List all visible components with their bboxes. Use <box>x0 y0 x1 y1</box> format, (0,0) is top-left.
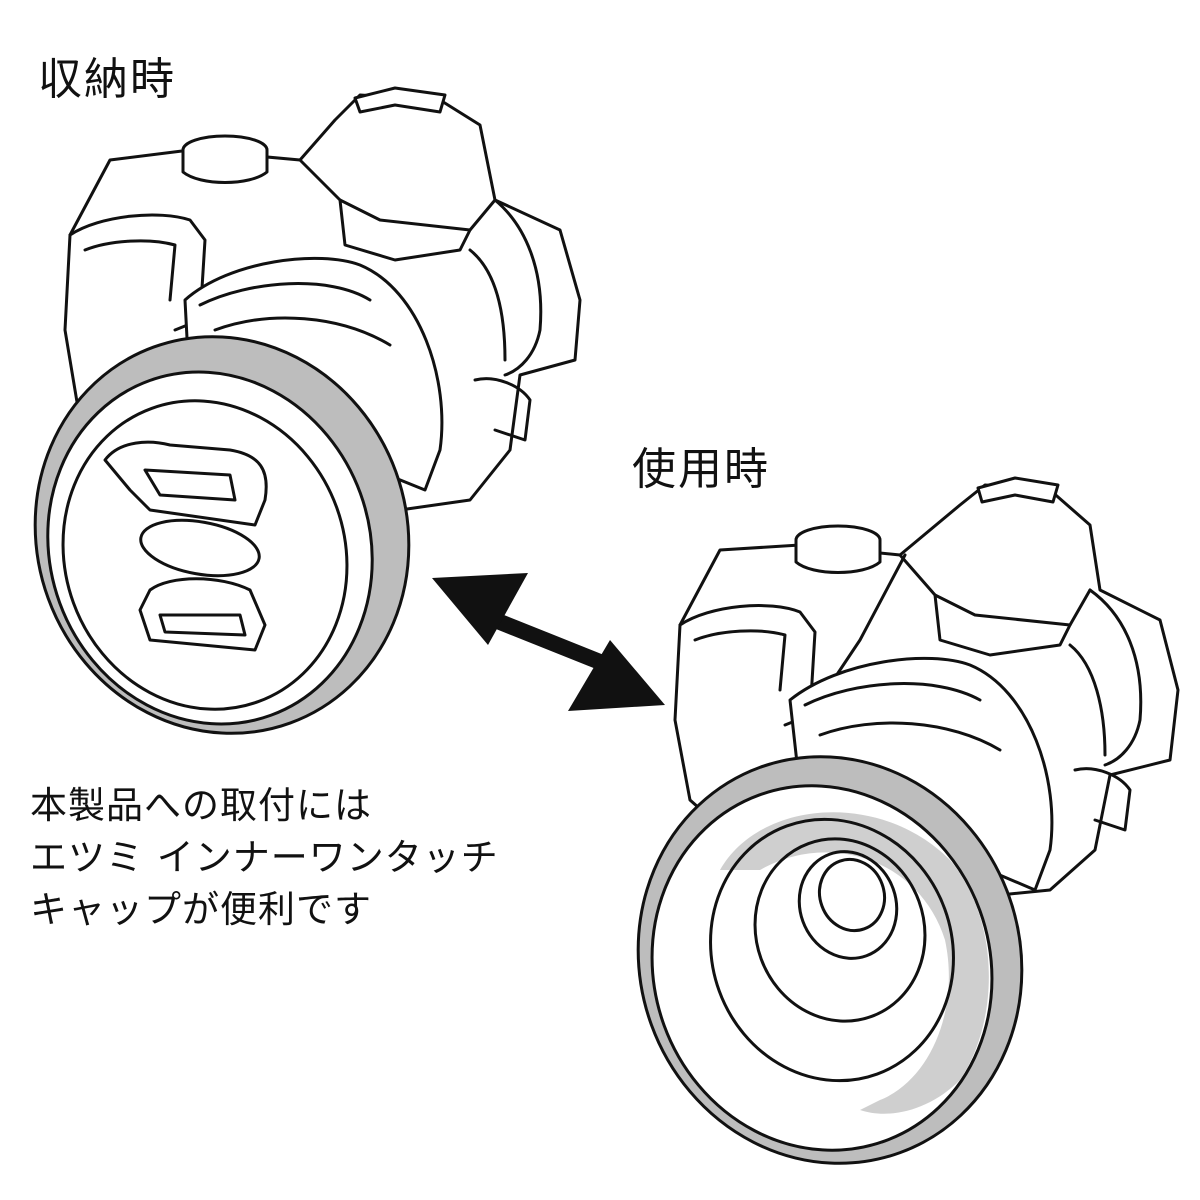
stored-state-label: 収納時 <box>38 54 176 105</box>
in-use-state-label: 使用時 <box>632 444 770 495</box>
double-arrow-icon <box>432 573 665 711</box>
note-line-1: 本製品への取付には <box>30 784 372 827</box>
in-use-camera-icon <box>636 476 1180 1165</box>
attachment-note: 本製品への取付には エツミ インナーワンタッチ キャップが便利です <box>30 780 499 936</box>
note-line-2: エツミ インナーワンタッチ <box>30 836 499 879</box>
stored-camera-icon <box>33 86 582 735</box>
note-line-3: キャップが便利です <box>30 888 372 931</box>
